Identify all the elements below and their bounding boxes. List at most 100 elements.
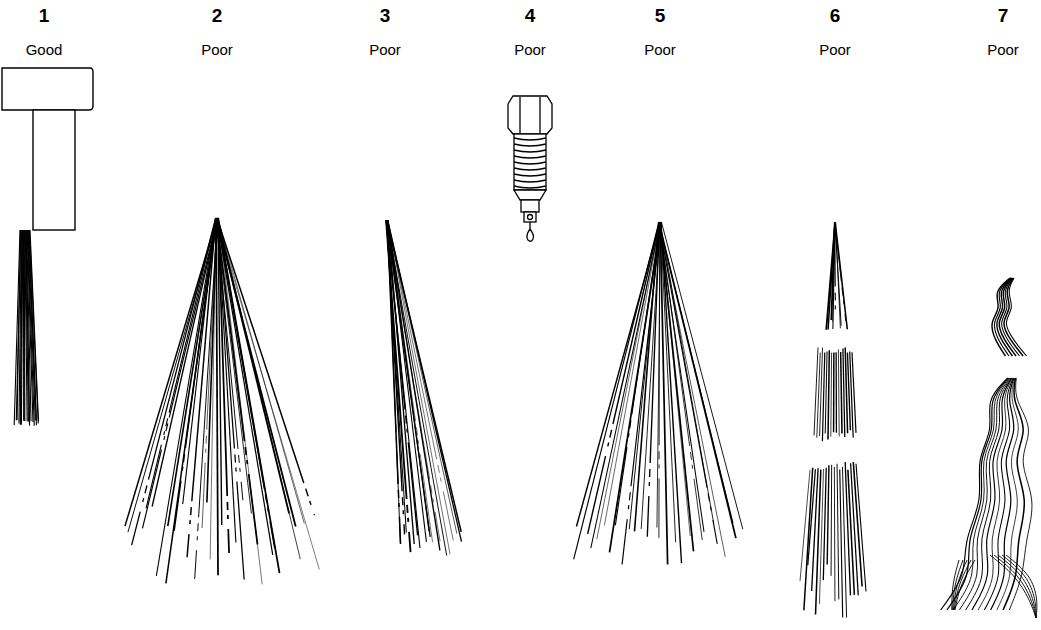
spray-strand bbox=[994, 555, 1036, 618]
spray-strand bbox=[953, 560, 963, 610]
fuel-drip bbox=[527, 222, 534, 241]
thread-line bbox=[514, 174, 546, 176]
spray-stroke bbox=[21, 230, 22, 425]
spray-stroke bbox=[195, 218, 218, 579]
hex-nut bbox=[508, 96, 552, 134]
nozzle-tip bbox=[524, 212, 536, 222]
callout-number: 1 bbox=[39, 6, 50, 27]
spray-stroke bbox=[152, 218, 218, 506]
quality-rating: Poor bbox=[987, 42, 1019, 59]
spray-strand bbox=[1006, 555, 1037, 618]
spray-strand bbox=[953, 560, 967, 610]
spray-stroke bbox=[833, 222, 835, 329]
spray-stroke bbox=[834, 467, 836, 601]
spray-strand bbox=[978, 378, 1012, 610]
spray-stroke bbox=[210, 218, 216, 559]
spray-stroke bbox=[23, 230, 25, 421]
quality-rating: Poor bbox=[819, 42, 851, 59]
spray-stroke bbox=[576, 222, 660, 527]
spray-stroke bbox=[597, 222, 660, 539]
spray-stroke bbox=[29, 230, 36, 421]
spray-stroke bbox=[828, 350, 829, 439]
spray-stroke bbox=[591, 222, 661, 548]
callout-number: 6 bbox=[830, 6, 841, 27]
spray-stroke bbox=[661, 222, 742, 529]
spray-stroke bbox=[826, 222, 835, 330]
nozzle-hole bbox=[528, 215, 533, 220]
spray-stroke bbox=[30, 230, 39, 424]
spray-strand bbox=[998, 555, 1036, 618]
spray-strand bbox=[1006, 278, 1026, 356]
spray-stroke bbox=[659, 222, 717, 544]
spray-stroke bbox=[174, 218, 216, 531]
spray-strand bbox=[1002, 555, 1036, 618]
quality-rating: Good bbox=[26, 42, 63, 59]
thread-line bbox=[514, 150, 546, 152]
spray-strand bbox=[984, 378, 1013, 610]
spray-stroke bbox=[218, 218, 280, 573]
spray-stroke bbox=[216, 218, 218, 575]
spray-stroke bbox=[386, 220, 420, 548]
spray-stroke bbox=[388, 220, 450, 554]
spray-stroke bbox=[833, 353, 835, 433]
spray-strokes bbox=[14, 218, 1037, 618]
injector-cap bbox=[2, 68, 93, 110]
injector-nozzle bbox=[2, 68, 93, 230]
thread-line bbox=[514, 162, 546, 164]
spray-stroke bbox=[835, 352, 837, 433]
spray-stroke bbox=[132, 218, 216, 545]
injector-nozzle bbox=[508, 96, 552, 241]
spray-stroke bbox=[658, 222, 660, 538]
callout-number: 5 bbox=[655, 6, 666, 27]
spray-stroke bbox=[19, 230, 21, 424]
thread-line bbox=[514, 144, 546, 146]
spray-stroke bbox=[218, 218, 262, 584]
spray-stroke bbox=[831, 465, 833, 576]
spray-strand bbox=[1004, 278, 1023, 356]
spray-stroke bbox=[609, 222, 661, 552]
spray-stroke bbox=[822, 352, 824, 441]
spray-stroke bbox=[838, 349, 840, 436]
spray-strand bbox=[972, 378, 1012, 610]
spray-stroke bbox=[217, 218, 273, 555]
spray-stroke bbox=[388, 220, 462, 542]
spray-stroke bbox=[852, 352, 856, 433]
thread-line bbox=[514, 138, 546, 140]
thread-line bbox=[514, 168, 546, 170]
spray-stroke bbox=[604, 222, 660, 525]
quality-rating: Poor bbox=[644, 42, 676, 59]
thread-body bbox=[514, 134, 546, 190]
quality-rating: Poor bbox=[514, 42, 546, 59]
spray-stroke bbox=[835, 222, 847, 329]
spray-stroke bbox=[156, 218, 216, 576]
spray-stroke bbox=[20, 230, 22, 425]
spray-strand bbox=[953, 378, 1009, 610]
spray-stroke bbox=[856, 464, 866, 592]
spray-stroke bbox=[216, 218, 319, 570]
callout-number: 2 bbox=[212, 6, 223, 27]
spray-stroke bbox=[837, 464, 839, 600]
spray-stroke bbox=[830, 353, 832, 437]
callout-number: 3 bbox=[380, 6, 391, 27]
spray-stroke bbox=[840, 469, 843, 617]
spray-stroke bbox=[622, 222, 661, 564]
hex-edge bbox=[519, 97, 520, 133]
spray-stroke bbox=[218, 218, 300, 559]
thread-line bbox=[514, 186, 546, 188]
callout-number: 4 bbox=[525, 6, 536, 27]
shoulder bbox=[514, 190, 546, 200]
quality-rating: Poor bbox=[201, 42, 233, 59]
spray-stroke bbox=[166, 218, 217, 583]
spray-stroke bbox=[659, 222, 736, 538]
spray-stroke bbox=[23, 230, 24, 420]
spray-stroke bbox=[216, 218, 252, 514]
spray-stroke bbox=[848, 470, 854, 595]
spray-strand bbox=[952, 560, 959, 610]
spray-stroke bbox=[823, 468, 826, 580]
screw-thread bbox=[514, 138, 546, 188]
hex-edge bbox=[539, 97, 540, 133]
spray-strand bbox=[991, 378, 1014, 610]
spray-stroke bbox=[819, 469, 823, 604]
spray-stroke bbox=[827, 465, 829, 564]
